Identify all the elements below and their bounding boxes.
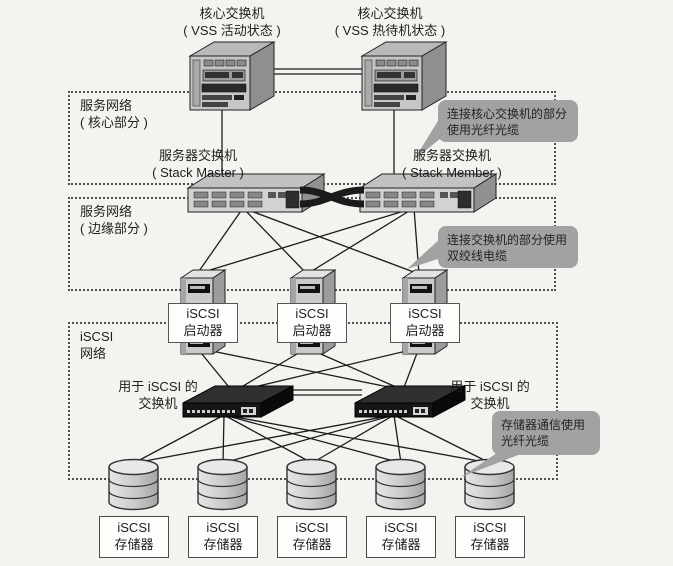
connection-lines (133, 68, 491, 464)
iscsi-switch-right-label: 用于 iSCSI 的 交换机 (420, 379, 560, 412)
callout-storage-fiber: 存储器通信使用 光纤光缆 (492, 411, 600, 455)
storage-3-line2: 存储器 (292, 537, 332, 552)
server-switch-left-label: 服务器交换机 ( Stack Master ) (123, 148, 273, 181)
server-switch-right-label: 服务器交换机 ( Stack Member ) (377, 148, 527, 181)
zone-edge-label-line2: ( 边缘部分 ) (80, 220, 148, 236)
server-switch-left-name: 服务器交换机 (158, 148, 237, 163)
iscsi-storage-3-box: iSCSI 存储器 (277, 516, 347, 558)
iscsi-initiator-1-box: iSCSI 启动器 (168, 303, 238, 343)
storage-1-line1: iSCSI (117, 520, 151, 536)
core-switch-right-label: 核心交换机 ( VSS 热待机状态 ) (315, 6, 465, 39)
iscsi-switch-left-line2: 交换机 (138, 395, 178, 411)
storage-4-line2: 存储器 (381, 537, 421, 552)
iscsi-storage-1-device (108, 458, 159, 511)
storage-1-line2: 存储器 (114, 537, 154, 552)
server-switch-right-name: 服务器交换机 (412, 148, 491, 163)
iscsi-storage-2-box: iSCSI 存储器 (188, 516, 258, 558)
initiator-2-line1: iSCSI (295, 306, 329, 322)
zone-core-label-line2: ( 核心部分 ) (80, 114, 148, 130)
callout-core-fiber-line1: 连接核心交换机的部分 (447, 107, 568, 121)
zone-service-network-edge-label: 服务网络 ( 边缘部分 ) (80, 204, 148, 238)
zone-iscsi-label-line1: iSCSI (80, 329, 114, 344)
iscsi-storage-5-box: iSCSI 存储器 (455, 516, 525, 558)
callout-twisted-pair: 连接交换机的部分使用 双绞线电缆 (438, 226, 578, 268)
callout-3-tail (461, 449, 526, 477)
iscsi-storage-5-device (464, 458, 515, 511)
iscsi-initiator-2-box: iSCSI 启动器 (277, 303, 347, 343)
iscsi-storage-4-box: iSCSI 存储器 (366, 516, 436, 558)
zone-service-network-core-label: 服务网络 ( 核心部分 ) (80, 98, 148, 132)
storage-3-line1: iSCSI (295, 520, 329, 536)
iscsi-storage-3-device (286, 458, 337, 511)
storage-4-line1: iSCSI (384, 520, 418, 536)
storage-5-line2: 存储器 (470, 537, 510, 552)
callout-storage-fiber-line1: 存储器通信使用 (501, 418, 586, 432)
iscsi-initiator-3-box: iSCSI 启动器 (390, 303, 460, 343)
server-switch-right-role: ( Stack Member ) (402, 164, 502, 180)
storage-2-line1: iSCSI (206, 520, 240, 536)
core-switch-left-label: 核心交换机 ( VSS 活动状态 ) (157, 6, 307, 39)
callout-1-tail (414, 116, 441, 160)
iscsi-storage-4-device (375, 458, 426, 511)
zone-core-label-line1: 服务网络 (80, 98, 133, 113)
initiator-2-line2: 启动器 (292, 323, 332, 338)
callout-twisted-pair-line1: 连接交换机的部分使用 (447, 233, 568, 247)
zone-iscsi-label-line2: 网络 (80, 345, 107, 361)
callout-core-fiber-line2: 使用光纤光缆 (447, 123, 520, 138)
core-switch-left-device (189, 41, 275, 111)
callout-tails (407, 116, 526, 477)
iscsi-switch-right-line2: 交换机 (470, 395, 510, 411)
core-right-name: 核心交换机 (357, 6, 423, 21)
zone-edge-label-line1: 服务网络 (80, 204, 133, 219)
iscsi-switch-right-line1: 用于 iSCSI 的 (450, 379, 530, 394)
callout-core-fiber: 连接核心交换机的部分 使用光纤光缆 (438, 100, 578, 142)
initiator-1-line1: iSCSI (186, 306, 220, 322)
iscsi-storage-2-device (197, 458, 248, 511)
callout-twisted-pair-line2: 双绞线电缆 (447, 249, 508, 264)
callout-storage-fiber-line2: 光纤光缆 (501, 434, 550, 449)
server-switch-left-role: ( Stack Master ) (152, 164, 244, 180)
storage-2-line2: 存储器 (203, 537, 243, 552)
core-right-state: ( VSS 热待机状态 ) (334, 22, 446, 38)
iscsi-switch-left-label: 用于 iSCSI 的 交换机 (88, 379, 228, 412)
initiator-3-line2: 启动器 (405, 323, 445, 338)
initiator-1-line2: 启动器 (183, 323, 223, 338)
zone-iscsi-network-label: iSCSI 网络 (80, 329, 113, 363)
iscsi-switch-left-line1: 用于 iSCSI 的 (118, 379, 198, 394)
callout-2-tail (407, 238, 441, 269)
stack-cables (299, 186, 365, 208)
storage-5-line1: iSCSI (473, 520, 507, 536)
core-switch-right-device (361, 41, 447, 111)
core-left-state: ( VSS 活动状态 ) (183, 22, 281, 38)
initiator-3-line1: iSCSI (408, 306, 442, 322)
iscsi-storage-1-box: iSCSI 存储器 (99, 516, 169, 558)
core-left-name: 核心交换机 (199, 6, 265, 21)
